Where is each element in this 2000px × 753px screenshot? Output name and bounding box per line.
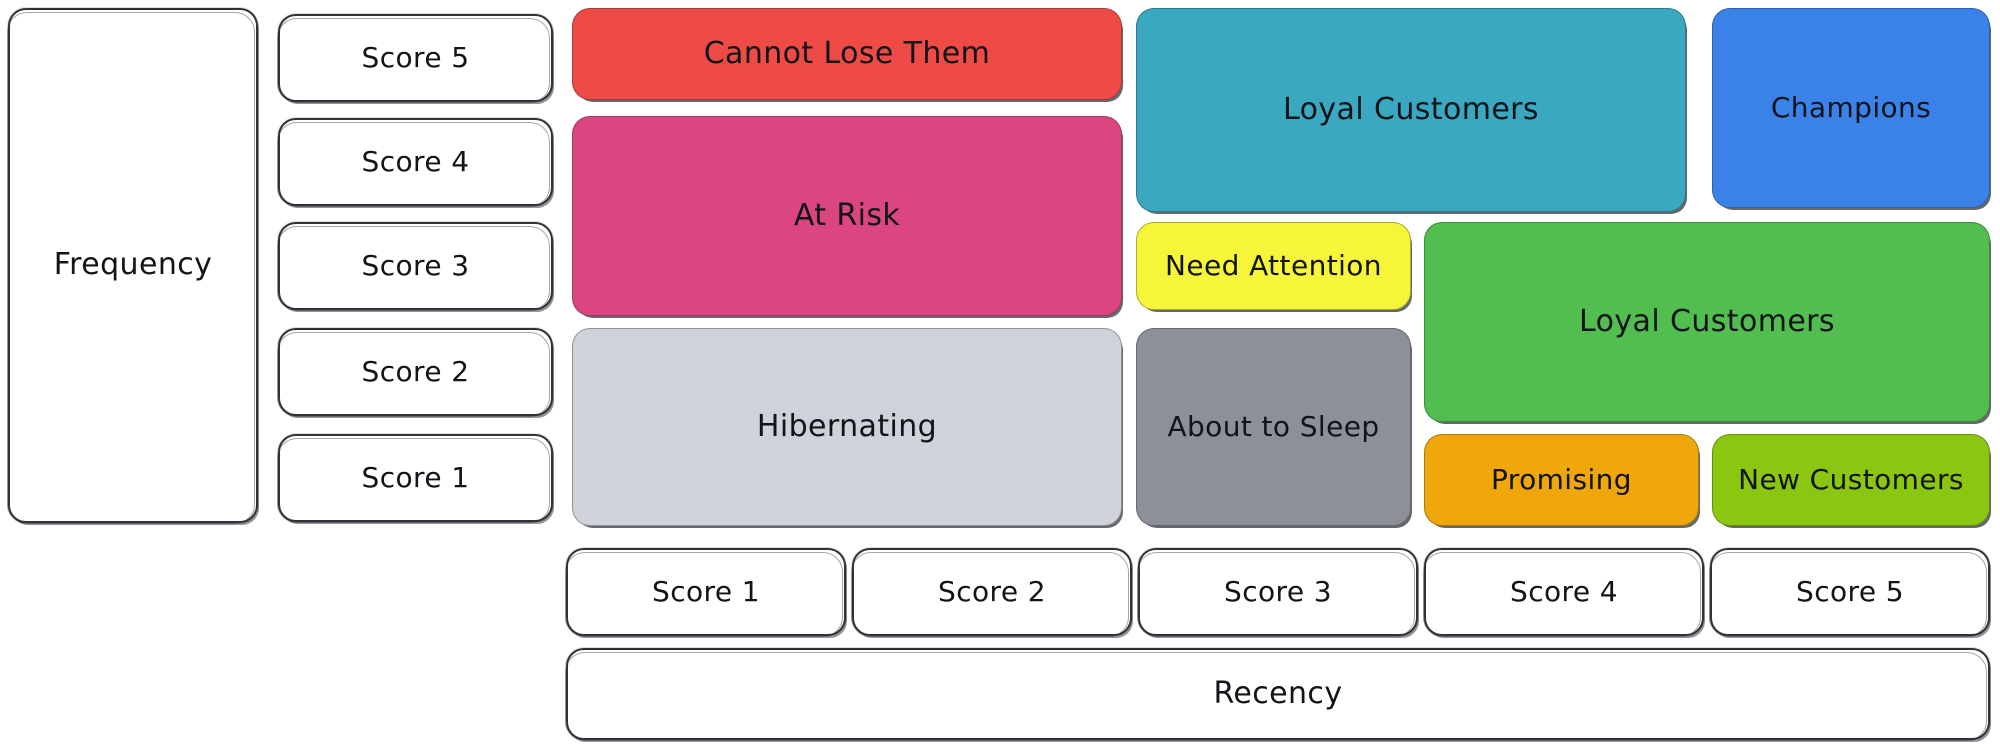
segment-champions-label: Champions — [1770, 90, 1932, 124]
frequency-score-2[interactable]: Score 2 — [277, 328, 553, 417]
segment-at-risk[interactable]: At Risk — [572, 116, 1122, 316]
segment-need-attention[interactable]: Need Attention — [1136, 222, 1411, 310]
recency-score-5-label: Score 5 — [1796, 574, 1904, 608]
segment-promising[interactable]: Promising — [1424, 434, 1699, 526]
segment-promising-label: Promising — [1491, 462, 1632, 496]
segment-cannot-lose-them[interactable]: Cannot Lose Them — [572, 8, 1122, 100]
segment-at-risk-label: At Risk — [793, 197, 901, 233]
recency-score-2-label: Score 2 — [938, 574, 1046, 608]
recency-score-5[interactable]: Score 5 — [1709, 548, 1990, 637]
frequency-score-5[interactable]: Score 5 — [277, 14, 553, 103]
segment-loyal-customers-green[interactable]: Loyal Customers — [1424, 222, 1990, 422]
recency-axis-label-text: Recency — [1213, 675, 1343, 711]
frequency-score-3[interactable]: Score 3 — [277, 222, 553, 311]
recency-score-3-label: Score 3 — [1224, 574, 1332, 608]
segment-hibernating-label: Hibernating — [756, 408, 938, 444]
recency-score-2[interactable]: Score 2 — [851, 548, 1132, 637]
segment-new-customers-label: New Customers — [1738, 462, 1964, 496]
frequency-score-2-label: Score 2 — [361, 354, 470, 388]
segment-champions[interactable]: Champions — [1712, 8, 1990, 208]
frequency-axis-label: Frequency — [7, 8, 258, 524]
segment-hibernating[interactable]: Hibernating — [572, 328, 1122, 526]
frequency-score-3-label: Score 3 — [361, 248, 470, 282]
segment-need-attention-label: Need Attention — [1165, 248, 1382, 282]
frequency-score-1[interactable]: Score 1 — [277, 434, 553, 523]
recency-axis-label: Recency — [565, 648, 1990, 741]
segment-loyal-customers-green-label: Loyal Customers — [1579, 303, 1835, 339]
segment-cannot-lose-them-label: Cannot Lose Them — [703, 35, 991, 71]
recency-score-4[interactable]: Score 4 — [1423, 548, 1704, 637]
segment-loyal-customers-teal-label: Loyal Customers — [1283, 91, 1539, 127]
segment-loyal-customers-teal[interactable]: Loyal Customers — [1136, 8, 1686, 212]
recency-score-1-label: Score 1 — [652, 574, 760, 608]
frequency-axis-label-text: Frequency — [53, 247, 213, 283]
frequency-score-1-label: Score 1 — [361, 460, 470, 494]
recency-score-4-label: Score 4 — [1510, 574, 1618, 608]
frequency-score-4-label: Score 4 — [361, 144, 470, 178]
frequency-score-5-label: Score 5 — [361, 40, 470, 74]
segment-about-to-sleep-label: About to Sleep — [1167, 409, 1380, 443]
recency-score-1[interactable]: Score 1 — [565, 548, 846, 637]
frequency-score-4[interactable]: Score 4 — [277, 118, 553, 207]
segment-new-customers[interactable]: New Customers — [1712, 434, 1990, 526]
recency-score-3[interactable]: Score 3 — [1137, 548, 1418, 637]
segment-about-to-sleep[interactable]: About to Sleep — [1136, 328, 1411, 526]
